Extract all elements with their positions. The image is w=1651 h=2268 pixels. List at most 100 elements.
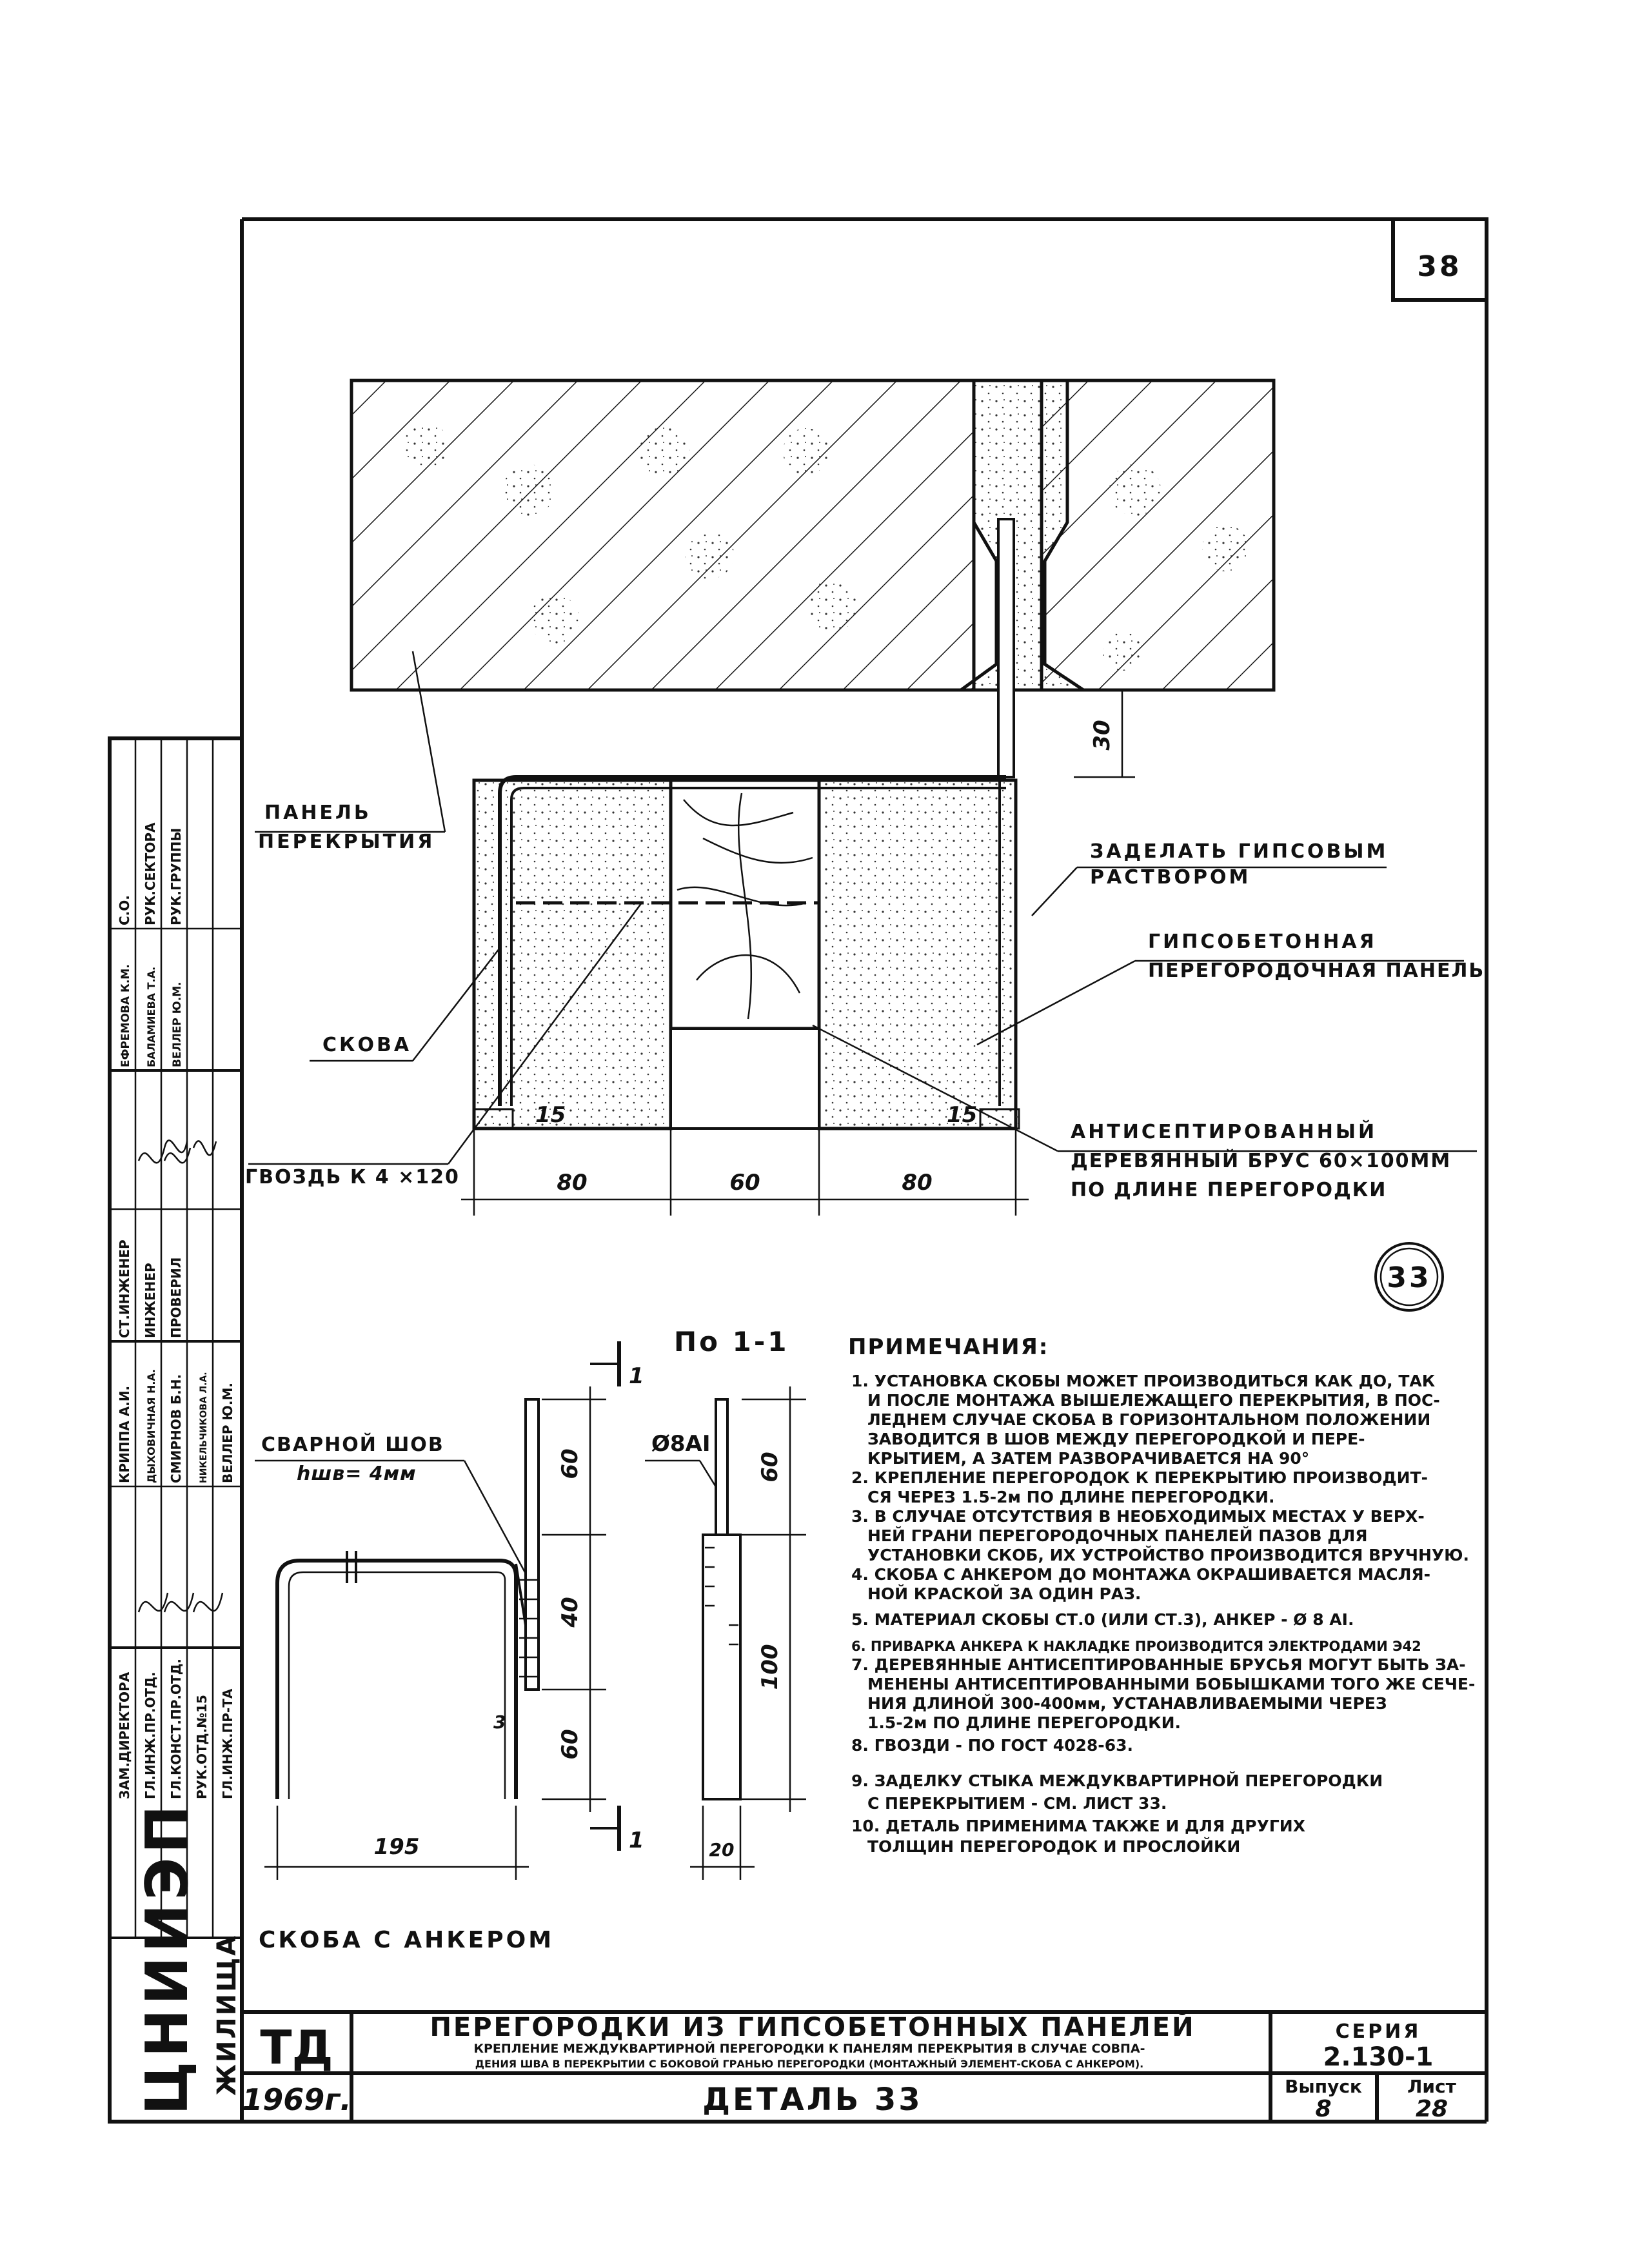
stamp-name: НИКЕЛЬЧИКОВА Л.А. <box>199 1372 209 1483</box>
anchor-detail: Ø8AI 60 100 20 <box>645 1386 806 1880</box>
anchor-label: Ø8AI <box>651 1431 711 1457</box>
stamp-role2: ПРОВЕРИЛ <box>168 1257 184 1338</box>
detail-marker-number: 33 <box>1387 1261 1431 1294</box>
label-weld-1: СВАРНОЙ ШОВ <box>261 1433 444 1456</box>
note-line: КРЫТИЕМ, А ЗАТЕМ РАЗВОРАЧИВАЕТСЯ НА 90° <box>867 1449 1309 1468</box>
title-block: ТД 1969г. ПЕРЕГОРОДКИ ИЗ ГИПСОБЕТОННЫХ П… <box>242 2010 1487 2122</box>
width-left: 80 <box>557 1170 587 1196</box>
stamp-role2: СТ.ИНЖЕНЕР <box>117 1239 132 1338</box>
label-gypsum-2: ПЕРЕГОРОДОЧНАЯ ПАНЕЛЬ <box>1148 960 1485 982</box>
label-gypsum-1: ГИПСОБЕТОННАЯ <box>1148 931 1377 953</box>
detail-title: ДЕТАЛЬ 33 <box>702 2082 922 2118</box>
note-line: 9. ЗАДЕЛКУ СТЫКА МЕЖДУКВАРТИРНОЙ ПЕРЕГОР… <box>851 1771 1383 1790</box>
note-line: НЕЙ ГРАНИ ПЕРЕГОРОДОЧНЫХ ПАНЕЛЕЙ ПАЗОВ Д… <box>867 1526 1368 1545</box>
sheet-number-box: 38 <box>1391 217 1488 302</box>
note-line: 2. КРЕПЛЕНИЕ ПЕРЕГОРОДОК К ПЕРЕКРЫТИЮ ПР… <box>851 1468 1428 1487</box>
cut-mark-bottom: 1 <box>629 1828 644 1853</box>
label-weld-2: hшв= 4мм <box>297 1463 417 1485</box>
sheet-label: Лист <box>1407 2076 1456 2097</box>
stamp-role3: РУК.ГРУППЫ <box>168 828 184 925</box>
issue-value: 8 <box>1315 2096 1331 2122</box>
note-line: НИЯ ДЛИНОЙ 300-400мм, УСТАНАВЛИВАЕМЫМИ Ч… <box>867 1694 1387 1713</box>
clamp-dim-195: 195 <box>374 1834 420 1860</box>
note-line: СЯ ЧЕРЕЗ 1.5-2м ПО ДЛИНЕ ПЕРЕГОРОДКИ. <box>867 1488 1274 1506</box>
stamp-name: СМИРНОВ Б.Н. <box>168 1374 184 1483</box>
title: ПЕРЕГОРОДКИ ИЗ ГИПСОБЕТОННЫХ ПАНЕЛЕЙ <box>430 2011 1195 2042</box>
approval-stamp: ЗАМ.ДИРЕКТОРА ГЛ.ИНЖ.ПР.ОТД. ГЛ.КОНСТ.ПР… <box>108 736 244 2124</box>
stamp-role3: С.О. <box>117 895 132 925</box>
note-line: 5. МАТЕРИАЛ СКОБЫ СТ.0 (ИЛИ СТ.3), АНКЕР… <box>851 1610 1354 1629</box>
label-skoba: СКОВА <box>322 1034 411 1056</box>
edge-left-dim: 15 <box>535 1102 566 1128</box>
detail-marker: 33 <box>1374 1242 1444 1312</box>
width-dimensions: 80 60 80 <box>461 1129 1029 1216</box>
stamp-name2: БАЛАМИЕВА Т.А. <box>145 967 157 1067</box>
label-wood-2: ДЕРЕВЯННЫЙ БРУС 60×100ММ <box>1071 1149 1451 1172</box>
gap-dimension: 30 <box>1074 689 1135 778</box>
width-middle: 60 <box>729 1170 760 1196</box>
stamp-role: РУК.ОТД.№15 <box>194 1695 210 1799</box>
label-panel-2: ПЕРЕКРЫТИЯ <box>258 831 435 853</box>
stamp-name: ДЫХОВИЧНАЯ Н.А. <box>145 1369 157 1483</box>
note-line: 3. В СЛУЧАЕ ОТСУТСТВИЯ В НЕОБХОДИМЫХ МЕС… <box>851 1507 1425 1526</box>
clamp-dim-60a: 60 <box>557 1448 583 1479</box>
stamp-role: ГЛ.ИНЖ.ПР-ТА <box>220 1688 235 1799</box>
year: 1969г. <box>242 2082 351 2117</box>
label-fill-2: РАСТВОРОМ <box>1090 866 1251 889</box>
note-line: 4. СКОБА С АНКЕРОМ ДО МОНТАЖА ОКРАШИВАЕТ… <box>851 1565 1430 1584</box>
td-mark: ТД <box>260 2020 333 2075</box>
note-line: НОЙ КРАСКОЙ ЗА ОДИН РАЗ. <box>867 1584 1141 1603</box>
clamp-dim-3: 3 <box>493 1711 506 1733</box>
note-line: 1. УСТАНОВКА СКОБЫ МОЖЕТ ПРОИЗВОДИТЬСЯ К… <box>851 1372 1436 1390</box>
anchor-dim-60: 60 <box>757 1452 783 1482</box>
notes: ПРИМЕЧАНИЯ: 1. УСТАНОВКА СКОБЫ МОЖЕТ ПРО… <box>848 1334 1475 1856</box>
note-line: ЛЕДНЕМ СЛУЧАЕ СКОБА В ГОРИЗОНТАЛЬНОМ ПОЛ… <box>867 1410 1430 1429</box>
stamp-name2: ВЕЛЛЕР Ю.М. <box>171 981 184 1067</box>
stamp-name2: ЕФРЕМОВА К.М. <box>119 964 132 1067</box>
stamp-name: ВЕЛЛЕР Ю.М. <box>220 1383 235 1483</box>
section-label: По 1-1 <box>674 1326 789 1357</box>
sheet-value: 28 <box>1416 2096 1448 2122</box>
label-nail: ГВОЗДЬ К 4 ×120 <box>245 1166 460 1188</box>
note-line: УСТАНОВКИ СКОБ, ИХ УСТРОЙСТВО ПРОИЗВОДИТ… <box>867 1546 1469 1564</box>
series-value: 2.130-1 <box>1323 2042 1434 2072</box>
note-line: МЕНЕНЫ АНТИСЕПТИРОВАННЫМИ БОБЫШКАМИ ТОГО… <box>867 1675 1475 1693</box>
note-line: И ПОСЛЕ МОНТАЖА ВЫШЕЛЕЖАЩЕГО ПЕРЕКРЫТИЯ,… <box>867 1391 1440 1410</box>
anchor-dim-20: 20 <box>709 1839 735 1860</box>
note-line: 1.5-2м ПО ДЛИНЕ ПЕРЕГОРОДКИ. <box>867 1713 1181 1732</box>
clamp-detail: СВАРНОЙ ШОВ hшв= 4мм 60 40 60 3 1 1 195 <box>255 1341 644 1953</box>
subtitle-2: ДЕНИЯ ШВА В ПЕРЕКРЫТИИ С БОКОВОЙ ГРАНЬЮ … <box>475 2058 1143 2070</box>
width-right: 80 <box>902 1170 932 1196</box>
note-line: 8. ГВОЗДИ - ПО ГОСТ 4028-63. <box>851 1736 1133 1755</box>
note-line: ЗАВОДИТСЯ В ШОВ МЕЖДУ ПЕРЕГОРОДКОЙ И ПЕР… <box>867 1430 1365 1448</box>
clamp-dim-40: 40 <box>557 1597 583 1628</box>
gap-value: 30 <box>1089 720 1115 750</box>
label-wood-3: ПО ДЛИНЕ ПЕРЕГОРОДКИ <box>1071 1179 1387 1201</box>
issue-label: Выпуск <box>1285 2076 1362 2097</box>
caption-clamp: СКОБА С АНКЕРОМ <box>259 1927 554 1953</box>
note-line: 7. ДЕРЕВЯННЫЕ АНТИСЕПТИРОВАННЫЕ БРУСЬЯ М… <box>851 1655 1466 1674</box>
sheet-number: 38 <box>1417 250 1461 283</box>
stamp-role: ГЛ.КОНСТ.ПР.ОТД. <box>168 1659 184 1799</box>
label-fill-1: ЗАДЕЛАТЬ ГИПСОВЫМ <box>1090 840 1388 863</box>
stamp-role: ЗАМ.ДИРЕКТОРА <box>117 1671 132 1799</box>
stamp-role: ГЛ.ИНЖ.ПР.ОТД. <box>143 1671 158 1799</box>
note-line: 6. ПРИВАРКА АНКЕРА К НАКЛАДКЕ ПРОИЗВОДИТ… <box>851 1639 1421 1654</box>
anchor-dim-100: 100 <box>757 1644 783 1690</box>
stamp-role3: РУК.СЕКТОРА <box>143 822 158 925</box>
cut-mark-top: 1 <box>629 1363 644 1389</box>
note-line: 10. ДЕТАЛЬ ПРИМЕНИМА ТАКЖЕ И ДЛЯ ДРУГИХ <box>851 1817 1305 1835</box>
label-panel-1: ПАНЕЛЬ <box>264 802 371 824</box>
series-label: СЕРИЯ <box>1336 2020 1421 2043</box>
label-wood-1: АНТИСЕПТИРОВАННЫЙ <box>1071 1120 1377 1143</box>
subtitle-1: КРЕПЛЕНИЕ МЕЖДУКВАРТИРНОЙ ПЕРЕГОРОДКИ К … <box>473 2041 1145 2056</box>
note-line: С ПЕРЕКРЫТИЕМ - СМ. ЛИСТ 33. <box>867 1794 1167 1813</box>
stamp-name: КРИППА А.И. <box>117 1386 132 1483</box>
partition-section <box>472 775 1020 1130</box>
clamp-dim-60b: 60 <box>557 1729 583 1759</box>
notes-title: ПРИМЕЧАНИЯ: <box>848 1334 1049 1360</box>
edge-right-dim: 15 <box>947 1102 977 1128</box>
floor-slab <box>350 379 1276 692</box>
anchor-rod <box>997 518 1015 778</box>
